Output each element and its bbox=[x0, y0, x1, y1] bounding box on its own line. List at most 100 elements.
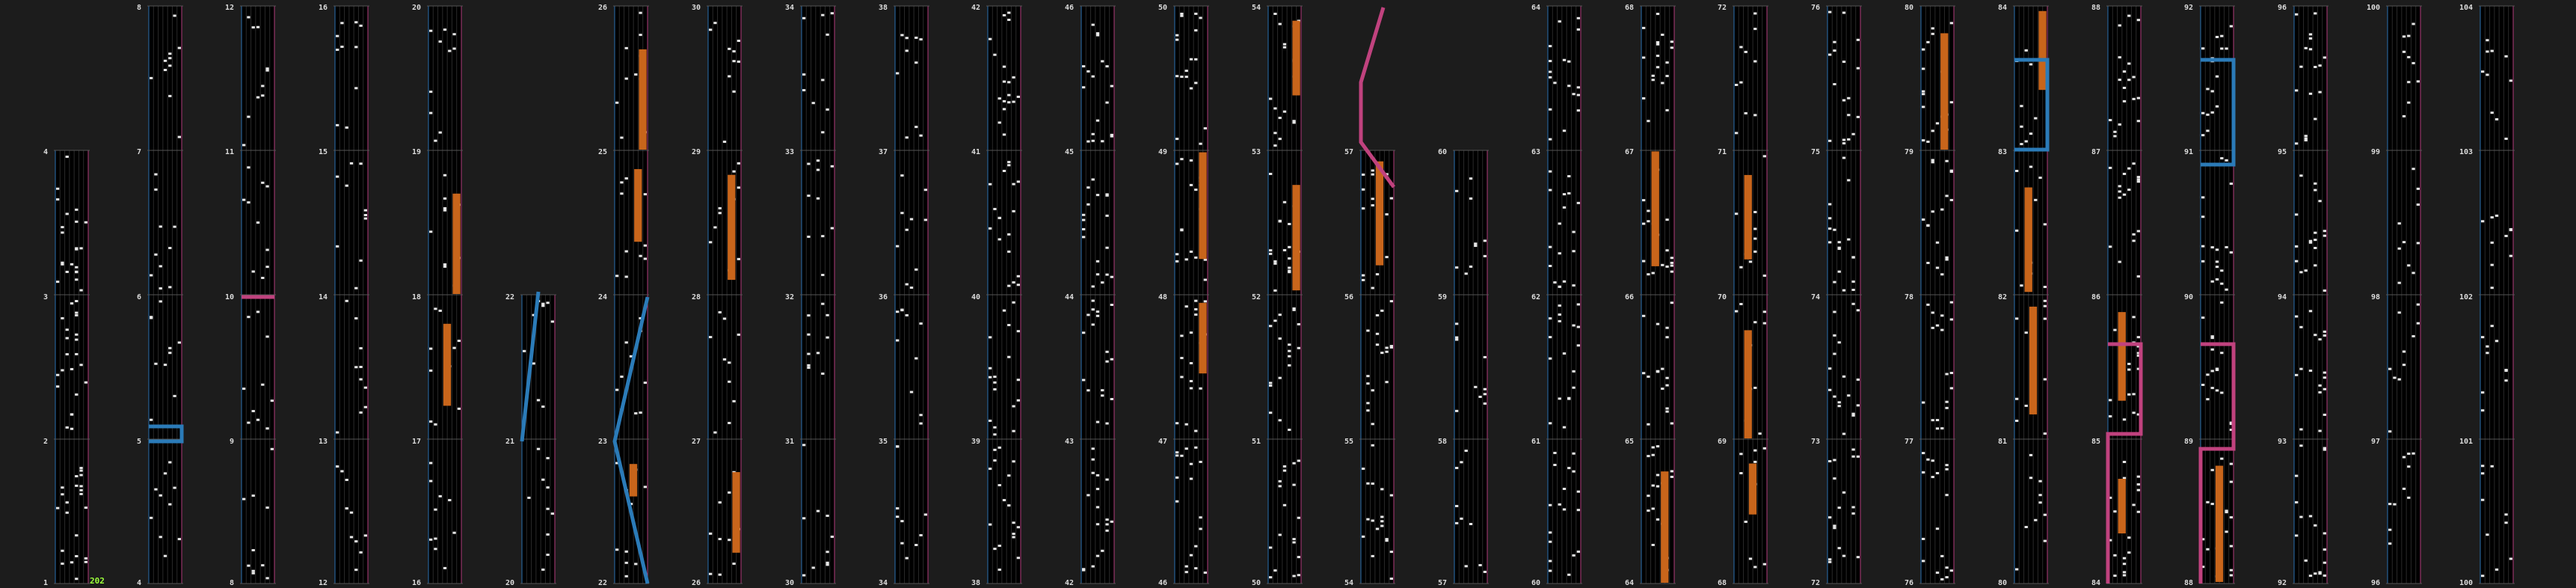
note bbox=[1389, 578, 1393, 581]
note bbox=[1567, 60, 1571, 63]
note bbox=[2397, 311, 2401, 314]
measure-number: 58 bbox=[1438, 438, 1447, 446]
note bbox=[1922, 471, 1925, 474]
note bbox=[1549, 503, 1552, 506]
note bbox=[1269, 382, 1273, 385]
measure-number: 38 bbox=[971, 579, 980, 587]
note bbox=[2494, 568, 2499, 571]
note bbox=[256, 96, 260, 99]
note bbox=[1385, 256, 1389, 259]
note bbox=[1753, 60, 1757, 63]
note bbox=[2215, 75, 2219, 78]
note bbox=[1389, 494, 1393, 497]
note bbox=[2136, 510, 2140, 513]
note bbox=[2127, 14, 2131, 17]
note bbox=[1091, 285, 1095, 288]
note bbox=[438, 131, 442, 134]
note bbox=[1576, 201, 1580, 204]
measure-number: 66 bbox=[1625, 293, 1634, 301]
note bbox=[2127, 62, 2131, 65]
note bbox=[1847, 179, 1851, 182]
note bbox=[2388, 367, 2392, 370]
note bbox=[2015, 397, 2019, 400]
measure-number: 100 bbox=[2367, 4, 2380, 12]
note bbox=[1572, 230, 1576, 233]
note bbox=[2388, 430, 2392, 433]
note bbox=[247, 564, 250, 567]
note bbox=[1661, 33, 1664, 36]
measure-number: 37 bbox=[879, 148, 888, 156]
note bbox=[1922, 105, 1925, 108]
note bbox=[1665, 265, 1669, 268]
note bbox=[2314, 66, 2317, 69]
note bbox=[1949, 101, 1953, 104]
note bbox=[429, 230, 433, 233]
note bbox=[1105, 523, 1109, 526]
measure-number: 63 bbox=[1531, 148, 1540, 156]
note bbox=[345, 507, 348, 510]
note bbox=[1095, 488, 1100, 491]
measure-number: 21 bbox=[505, 438, 514, 446]
note bbox=[2136, 275, 2140, 278]
measure-number: 98 bbox=[2371, 293, 2380, 301]
measure-number: 49 bbox=[1158, 148, 1167, 156]
note bbox=[1842, 11, 1846, 14]
note bbox=[75, 247, 79, 250]
note bbox=[1670, 470, 1673, 473]
note bbox=[1833, 310, 1836, 313]
note bbox=[168, 352, 172, 355]
note bbox=[1739, 472, 1743, 475]
note bbox=[2109, 119, 2112, 122]
note bbox=[821, 79, 825, 82]
note bbox=[541, 478, 545, 481]
note bbox=[1086, 203, 1090, 206]
note bbox=[634, 412, 638, 415]
note bbox=[1269, 97, 1273, 100]
note bbox=[1180, 334, 1184, 337]
note bbox=[2024, 404, 2028, 407]
note bbox=[61, 231, 64, 234]
measure-number: 59 bbox=[1438, 293, 1447, 301]
note bbox=[154, 173, 158, 176]
note bbox=[2015, 169, 2019, 172]
note bbox=[2494, 214, 2499, 217]
note bbox=[1288, 257, 1291, 260]
note bbox=[989, 367, 992, 370]
note bbox=[1455, 189, 1459, 192]
note bbox=[624, 275, 628, 278]
note bbox=[2220, 391, 2224, 394]
note bbox=[2109, 166, 2112, 169]
note bbox=[2225, 47, 2228, 50]
note bbox=[2314, 182, 2317, 185]
note bbox=[1297, 459, 1300, 462]
note bbox=[1278, 480, 1282, 483]
note bbox=[1105, 518, 1109, 521]
note bbox=[728, 47, 731, 50]
note bbox=[2225, 245, 2228, 248]
note bbox=[1469, 265, 1473, 268]
measure-number: 32 bbox=[785, 293, 794, 301]
note bbox=[1282, 200, 1287, 203]
note bbox=[1012, 460, 1015, 463]
note bbox=[1647, 209, 1650, 212]
note bbox=[993, 381, 997, 384]
note bbox=[1949, 198, 1953, 201]
note bbox=[1922, 67, 1925, 70]
note bbox=[1455, 504, 1459, 507]
note bbox=[1375, 332, 1380, 335]
note bbox=[1002, 99, 1006, 102]
hold-note bbox=[1375, 161, 1384, 266]
note bbox=[1012, 405, 1015, 408]
measure-number: 68 bbox=[1625, 4, 1634, 12]
note bbox=[2122, 172, 2127, 175]
note bbox=[1828, 241, 1832, 244]
note bbox=[2118, 79, 2121, 82]
note bbox=[443, 566, 447, 569]
note bbox=[1935, 527, 1940, 530]
note bbox=[1572, 554, 1576, 557]
note bbox=[443, 28, 447, 31]
note bbox=[56, 281, 60, 284]
measure-number: 57 bbox=[1344, 148, 1353, 156]
note bbox=[993, 207, 997, 210]
note bbox=[251, 569, 255, 572]
